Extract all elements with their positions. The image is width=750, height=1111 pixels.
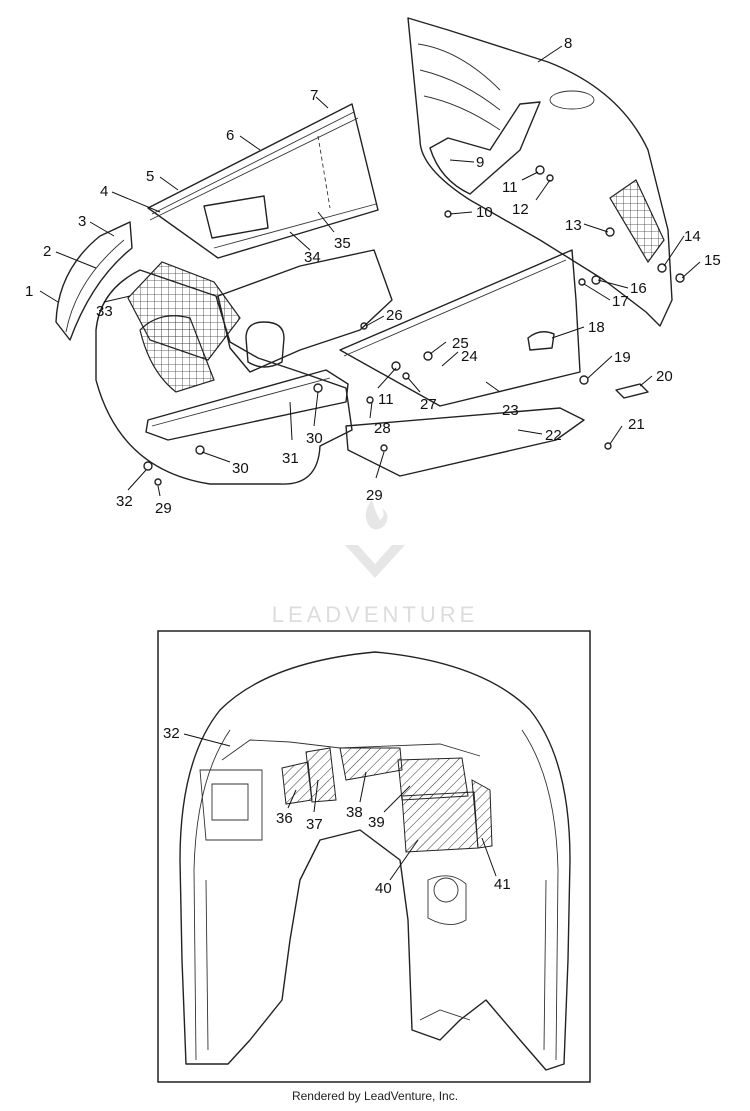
leadventure-watermark: LEADVENTURE (272, 500, 479, 627)
callout: 11 (378, 391, 394, 408)
callout: 1 (25, 283, 33, 300)
callout: 20 (656, 368, 673, 385)
callout: 6 (226, 127, 234, 144)
callout: 18 (588, 319, 605, 336)
callout: 12 (512, 201, 529, 218)
part-front-trim (55, 221, 133, 341)
callout: 28 (374, 420, 391, 437)
callout: 30 (306, 430, 323, 447)
callout: 23 (502, 402, 519, 419)
exploded-view-upper (55, 17, 685, 486)
callout: 37 (306, 816, 323, 833)
inset-underside-view: 32 36 37 38 39 40 41 (157, 630, 591, 1083)
inset-hood-shell (179, 651, 571, 1071)
part-bracket (615, 383, 649, 399)
callout: 30 (232, 460, 249, 477)
inset-pad-38 (339, 747, 403, 781)
callout: 29 (366, 487, 383, 504)
part-hood-body (95, 269, 353, 485)
callout: 25 (452, 335, 469, 352)
part-rear-cowl (407, 17, 673, 327)
callout: 32 (116, 493, 133, 510)
callout: 21 (628, 416, 645, 433)
callout: 39 (368, 814, 385, 831)
callout: 22 (545, 427, 562, 444)
callout: 41 (494, 876, 511, 893)
callout: 10 (476, 204, 493, 221)
callout: 14 (684, 228, 701, 245)
callout: 32 (163, 725, 180, 742)
part-lower-trim (345, 407, 585, 477)
callout: 35 (334, 235, 351, 252)
inset-frame (157, 630, 591, 1083)
callout: 24 (461, 348, 478, 365)
part-side-panel (147, 103, 379, 259)
callout: 36 (276, 810, 293, 827)
footer-credit: Rendered by LeadVenture, Inc. (291, 1089, 459, 1103)
callout: 19 (614, 349, 631, 366)
callout: 33 (96, 303, 113, 320)
callout: 13 (565, 217, 582, 234)
callout: 8 (564, 35, 572, 52)
callout: 9 (476, 154, 484, 171)
callouts-upper: 1 2 3 4 5 6 7 8 9 10 11 12 13 14 15 16 1… (25, 35, 721, 517)
callout: 2 (43, 243, 51, 260)
callout: 11 (502, 179, 518, 196)
callout: 29 (155, 500, 172, 517)
callout: 40 (375, 880, 392, 897)
callout: 38 (346, 804, 363, 821)
callout: 5 (146, 168, 154, 185)
callout: 34 (304, 249, 321, 266)
callout: 15 (704, 252, 721, 269)
callout: 31 (282, 450, 299, 467)
callout: 3 (78, 213, 86, 230)
part-lower-strip (145, 369, 349, 441)
inset-pad-37 (305, 747, 337, 803)
part-side-body-panel (339, 249, 581, 407)
callout: 17 (612, 293, 629, 310)
callout: 27 (420, 396, 437, 413)
leader-lines-upper (39, 45, 701, 497)
callout: 4 (100, 183, 108, 200)
inset-pad-40 (401, 791, 479, 853)
callout: 16 (630, 280, 647, 297)
inset-pad-41 (471, 779, 493, 849)
callout: 26 (386, 307, 403, 324)
watermark-text: LEADVENTURE (272, 602, 479, 627)
callout: 7 (310, 87, 318, 104)
part-center-console (217, 249, 393, 373)
